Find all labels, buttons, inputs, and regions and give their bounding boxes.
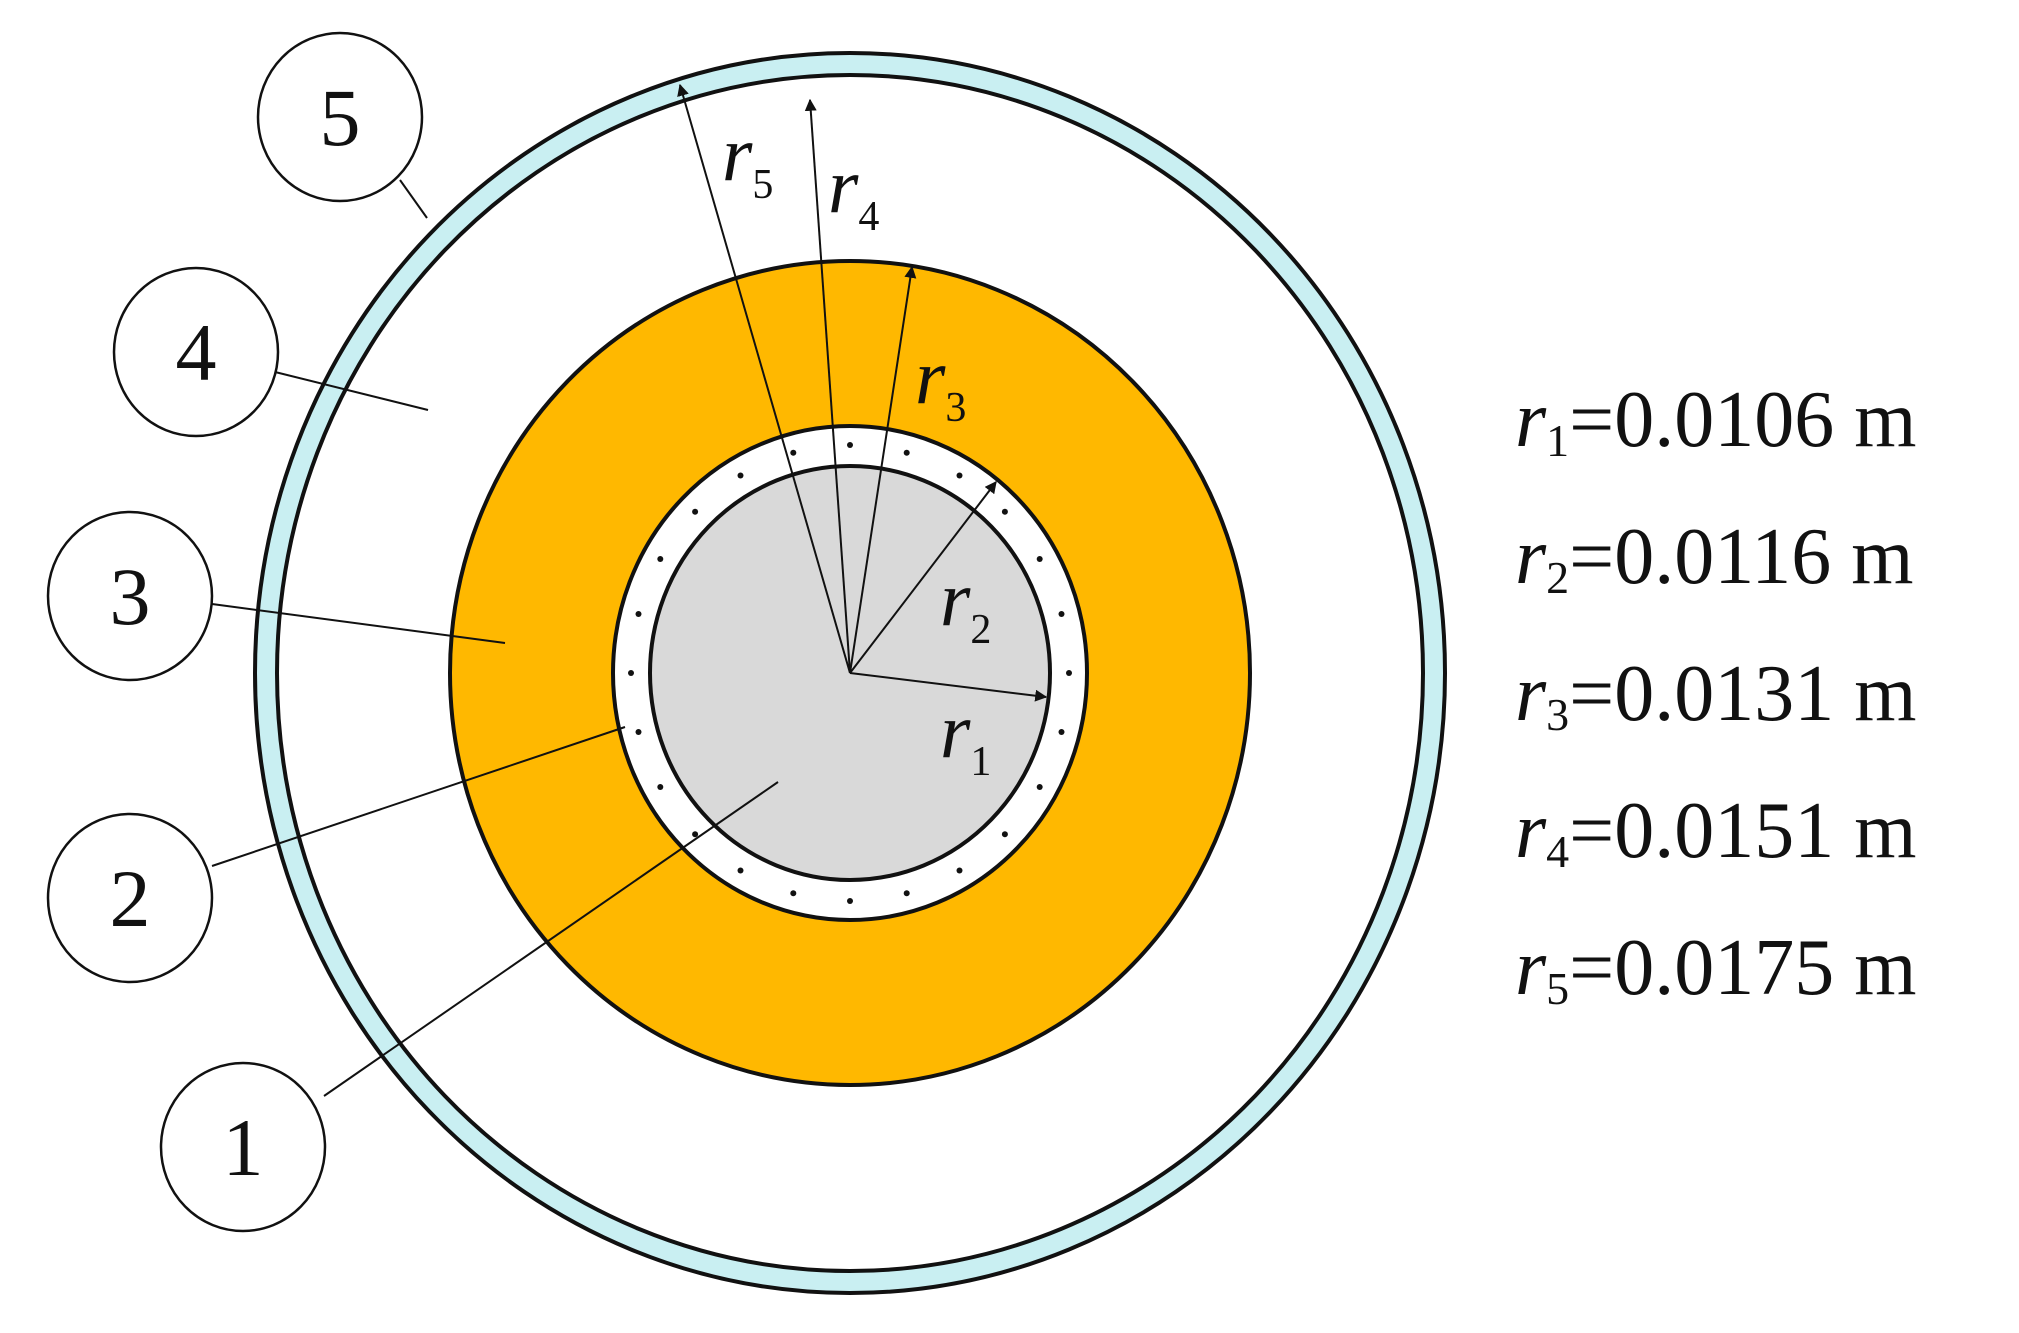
layer-2-dot xyxy=(635,729,642,735)
layer-2-dot xyxy=(628,670,634,676)
legend-row-r1: r1=0.0106 m xyxy=(1515,376,1917,466)
leader-line-5 xyxy=(399,179,428,219)
callout-4-number: 4 xyxy=(176,307,217,398)
layer-2-dot xyxy=(956,867,963,874)
callout-2-number: 2 xyxy=(110,853,151,944)
layer-2-dot xyxy=(692,831,699,838)
legend-row-r4: r4=0.0151 m xyxy=(1515,787,1917,877)
layer-2-dot xyxy=(903,449,910,456)
legend-row-r2: r2=0.0116 m xyxy=(1515,513,1914,603)
radius-arrow-r2 xyxy=(849,481,997,674)
radius-label-r5: r5 xyxy=(722,110,773,208)
callout-3-number: 3 xyxy=(110,551,151,642)
callout-5: 5 xyxy=(256,31,424,203)
layer-2-dot xyxy=(1058,611,1065,617)
callout-leaders xyxy=(211,179,779,1097)
callout-4: 4 xyxy=(112,266,280,438)
radius-label-r4: r4 xyxy=(828,142,879,240)
radius-arrow-r3 xyxy=(849,265,917,674)
layer-2-dot xyxy=(790,449,797,456)
callout-2: 2 xyxy=(46,812,214,984)
layer-2-dot xyxy=(847,898,853,904)
layer-2-dot xyxy=(790,890,797,897)
callout-1-number: 1 xyxy=(223,1102,264,1193)
callout-3: 3 xyxy=(46,510,214,682)
layer-2-dot xyxy=(657,556,664,562)
radius-legend: r1=0.0106 m r2=0.0116 m r3=0.0131 m r4=0… xyxy=(1515,362,1916,1047)
layer-2-dot xyxy=(903,890,910,897)
leader-line-3 xyxy=(211,603,506,644)
radius-label-r1: r1 xyxy=(940,687,991,785)
callout-1: 1 xyxy=(159,1061,327,1233)
layer-2-dot xyxy=(737,867,744,874)
callouts: 1 2 3 4 5 xyxy=(46,31,424,1233)
legend-row-r3: r3=0.0131 m xyxy=(1515,650,1917,740)
leader-line-1 xyxy=(323,781,779,1097)
layer-2-dot xyxy=(657,784,664,790)
radius-arrow-r5 xyxy=(677,83,851,674)
radius-arrow-r1 xyxy=(849,672,1048,702)
layer-2-dot xyxy=(692,508,699,515)
layer-2-dot xyxy=(1036,784,1043,790)
layer-2-dot xyxy=(847,442,853,448)
radius-arrows xyxy=(677,83,1048,702)
layer-2-dot xyxy=(635,611,642,617)
radius-arrow-r4 xyxy=(804,98,851,674)
layer-2-dot xyxy=(737,472,744,479)
legend-row-r5: r5=0.0175 m xyxy=(1515,924,1917,1014)
leader-line-2 xyxy=(211,726,626,867)
layer-2-dot xyxy=(956,472,963,479)
layer-2-dot xyxy=(1001,831,1008,838)
layer-2-dot xyxy=(1058,729,1065,735)
layer-2-dots xyxy=(628,442,1072,904)
layer-2-dot xyxy=(1001,508,1008,515)
radius-labels: r1 r2 r3 r4 r5 xyxy=(722,110,991,785)
radius-label-r3: r3 xyxy=(915,333,966,431)
radius-label-r2: r2 xyxy=(940,555,991,653)
callout-5-number: 5 xyxy=(320,72,361,163)
leader-line-4 xyxy=(266,369,429,411)
layer-2-dot xyxy=(1066,670,1072,676)
layer-2-dot xyxy=(1036,556,1043,562)
